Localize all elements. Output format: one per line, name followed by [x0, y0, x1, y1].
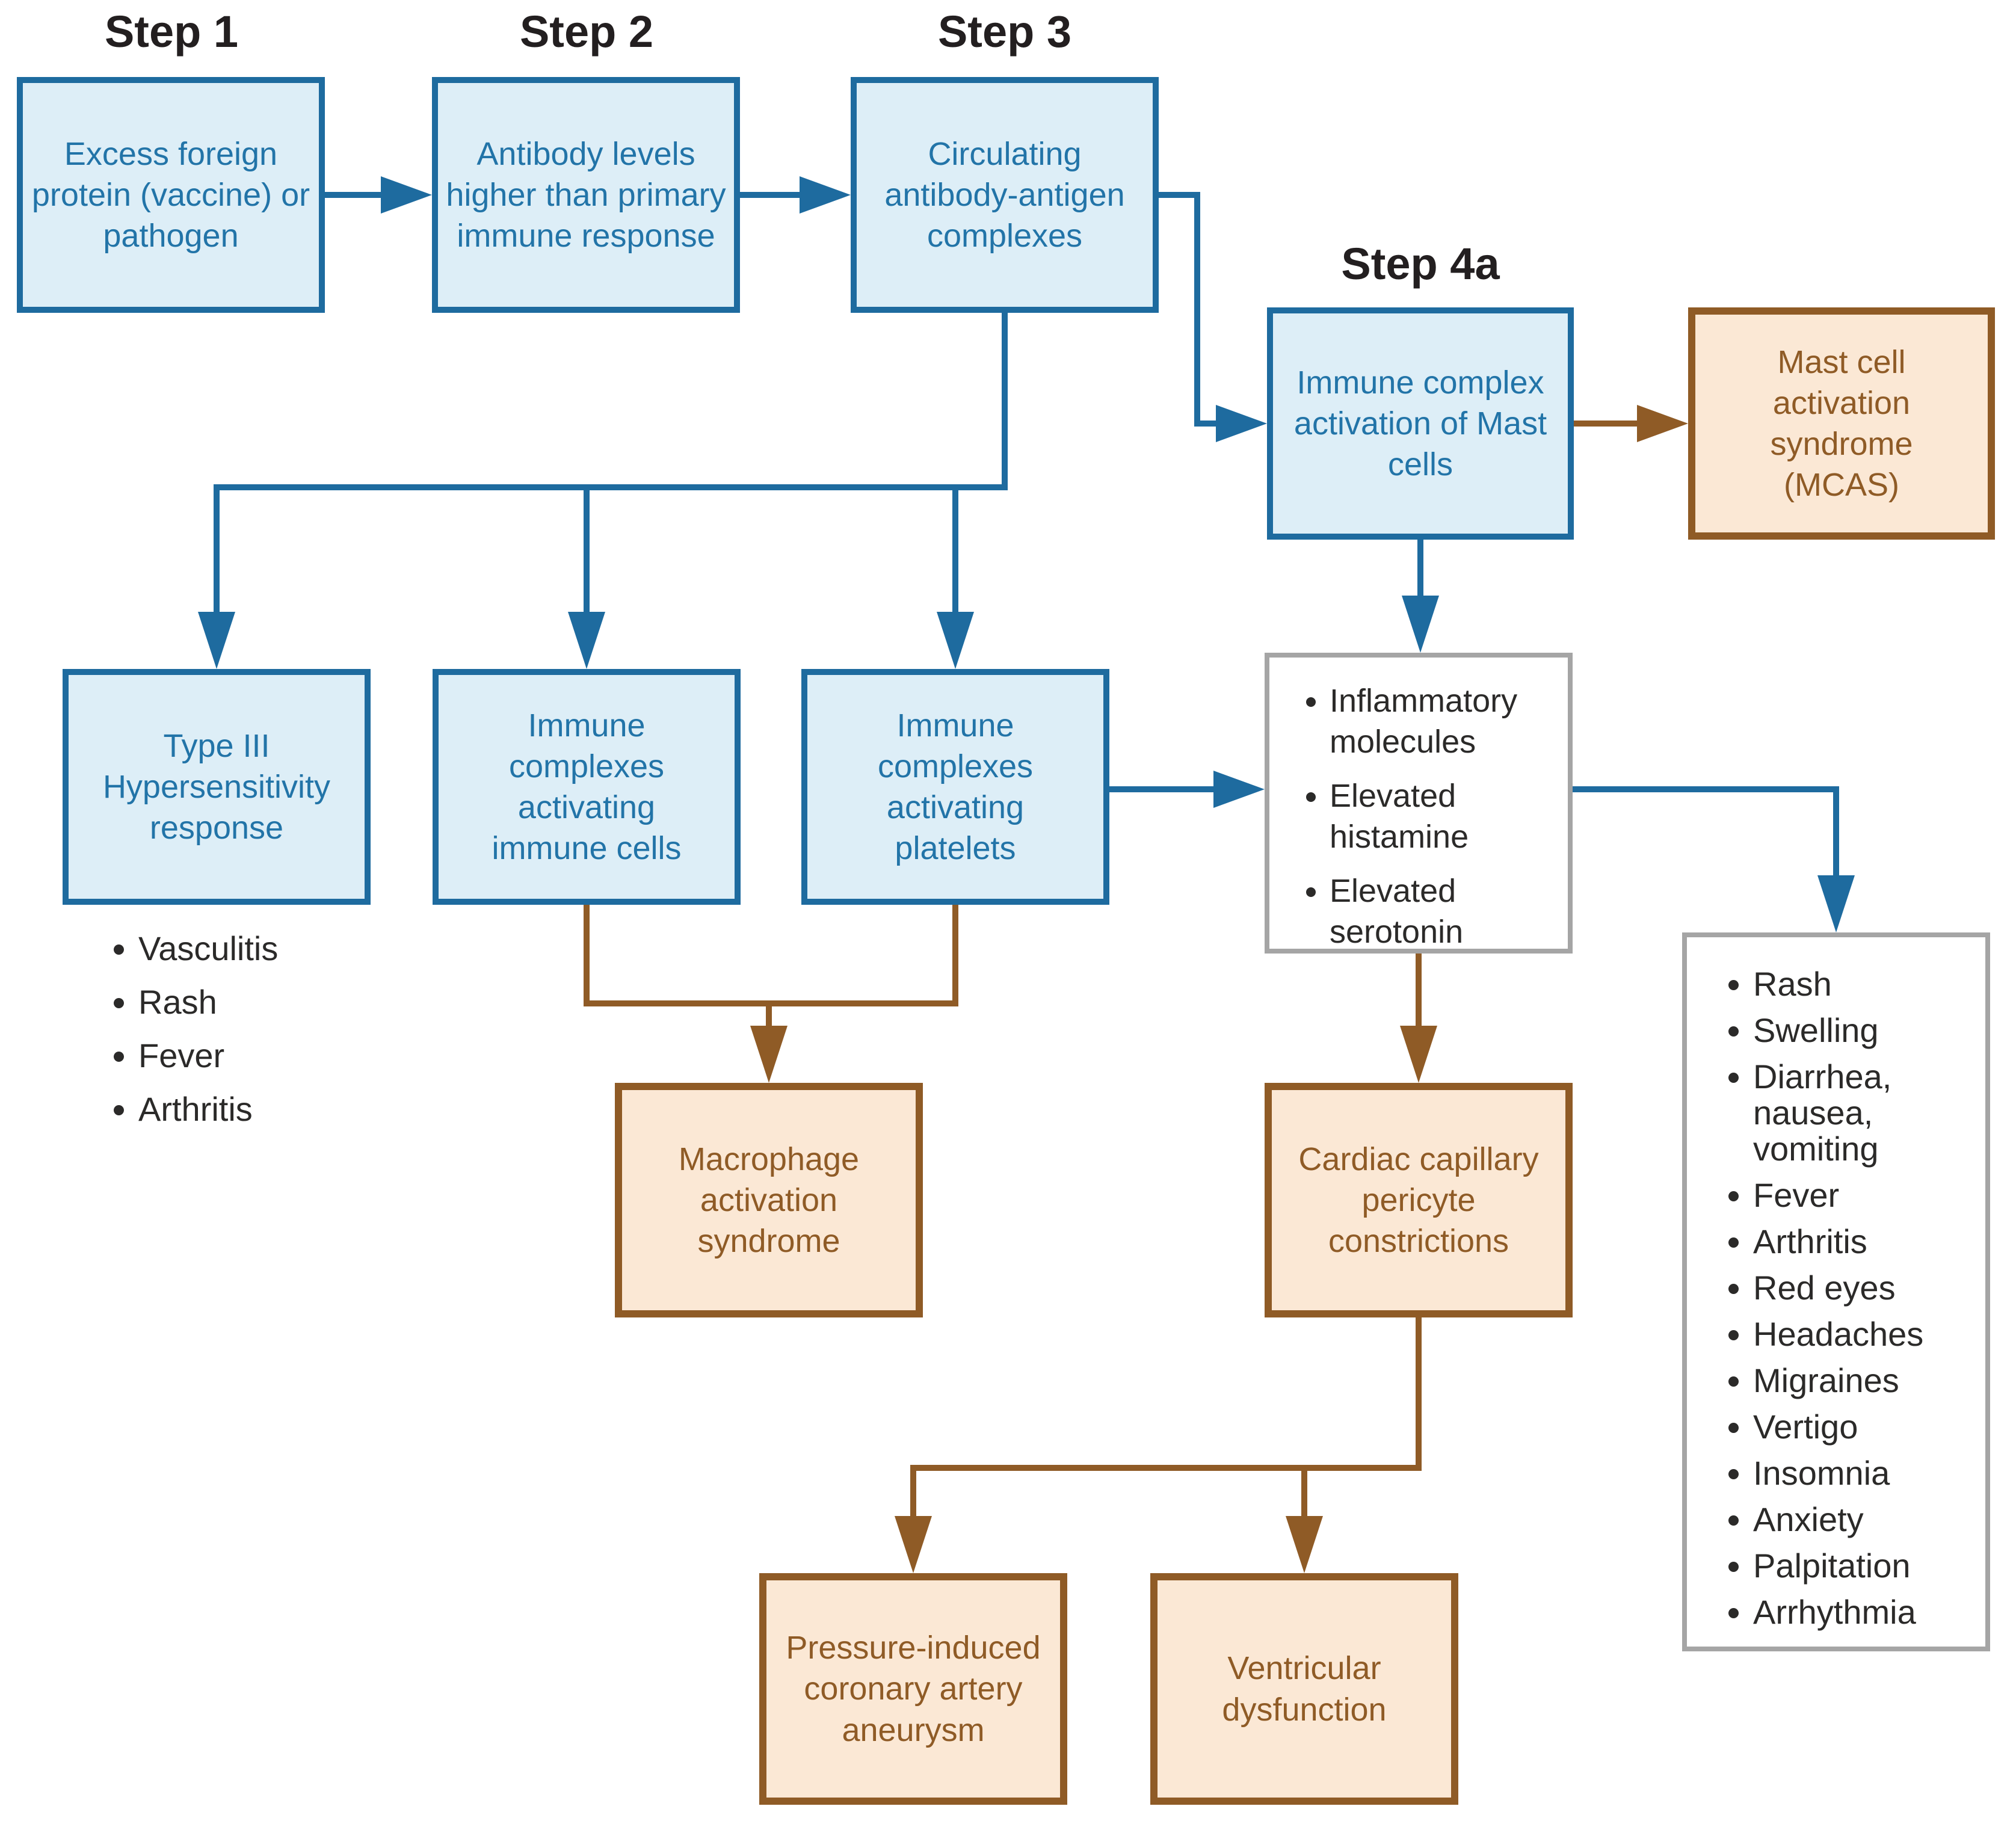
node-label: Immune complexes activating immune cells	[492, 707, 682, 867]
node-immune-complex-mast-cells: Immune complex activation of Mast cells	[1267, 307, 1574, 540]
list-item: Anxiety	[1753, 1502, 1979, 1538]
node-label: Mast cell activation syndrome (MCAS)	[1770, 344, 1913, 504]
arrow-mediators-to-cardiac-head	[1400, 1026, 1437, 1083]
list-item: Arthritis	[138, 1092, 427, 1127]
arrow-into-type3-head	[198, 612, 235, 669]
node-excess-foreign-protein: Excess foreign protein (vaccine) or path…	[17, 77, 325, 313]
node-mediators: Inflammatory molecules Elevated histamin…	[1265, 653, 1573, 954]
arrow-into-platelets-head	[937, 612, 974, 669]
node-label: Macrophage activation syndrome	[678, 1141, 860, 1260]
node-mcas-symptoms: Rash Swelling Diarrhea, nausea, vomiting…	[1682, 932, 1990, 1651]
node-label: Circulating antibody-antigen complexes	[884, 135, 1125, 254]
step-3-label: Step 3	[937, 7, 1072, 57]
step-2-label: Step 2	[519, 7, 654, 57]
node-complexes-platelets: Immune complexes activating platelets	[801, 669, 1109, 905]
list-item: Headaches	[1753, 1316, 1979, 1352]
arrow-step3-to-step4a-line	[1159, 192, 1218, 427]
arrow-step2-to-step3-head	[800, 176, 851, 214]
node-label: Ventricular dysfunction	[1222, 1650, 1387, 1728]
arrow-platelets-to-mediators-head	[1213, 771, 1265, 808]
type3-symptom-list: Vasculitis Rash Fever Arthritis	[96, 931, 427, 1145]
list-item: Elevated histamine	[1330, 775, 1562, 857]
node-label: Immune complex activation of Mast cells	[1293, 364, 1547, 483]
merge-to-macrophage-head	[750, 1026, 788, 1083]
list-item: Arrhythmia	[1753, 1594, 1979, 1630]
brown-connectors	[584, 405, 1688, 1573]
node-antibody-levels: Antibody levels higher than primary immu…	[432, 77, 740, 313]
arrow-into-ventricular-head	[1286, 1516, 1323, 1573]
list-item: Red eyes	[1753, 1270, 1979, 1306]
node-label: Immune complexes activating platelets	[877, 707, 1034, 867]
mediators-to-symptom-list-head	[1817, 875, 1855, 932]
node-macrophage-activation: Macrophage activation syndrome	[615, 1083, 923, 1317]
node-type3-hypersensitivity: Type III Hypersensitivity response	[63, 669, 371, 905]
node-label: Cardiac capillary pericyte constrictions	[1298, 1141, 1539, 1260]
arrow-into-immune-cells-head	[568, 612, 605, 669]
list-item: Insomnia	[1753, 1455, 1979, 1491]
list-item: Swelling	[1753, 1012, 1979, 1049]
list-item: Rash	[1753, 966, 1979, 1002]
node-circulating-complexes: Circulating antibody-antigen complexes	[851, 77, 1159, 313]
list-item: Palpitation	[1753, 1548, 1979, 1584]
arrow-step4a-to-mediators-head	[1402, 596, 1439, 653]
list-item: Migraines	[1753, 1363, 1979, 1399]
node-mcas: Mast cell activation syndrome (MCAS)	[1688, 307, 1995, 540]
step-4a-label: Step 4a	[1341, 239, 1500, 289]
list-item: Diarrhea, nausea, vomiting	[1753, 1059, 1979, 1167]
node-label: Antibody levels higher than primary immu…	[446, 135, 726, 254]
node-complexes-immune-cells: Immune complexes activating immune cells	[433, 669, 741, 905]
list-item: Fever	[1753, 1177, 1979, 1213]
blue-connectors	[198, 176, 1855, 932]
node-ventricular-dysfunction: Ventricular dysfunction	[1150, 1573, 1458, 1805]
list-item: Fever	[138, 1038, 427, 1073]
mediator-list: Inflammatory molecules Elevated histamin…	[1269, 658, 1568, 966]
node-label: Excess foreign protein (vaccine) or path…	[31, 135, 310, 254]
node-coronary-aneurysm: Pressure-induced coronary artery aneurys…	[759, 1573, 1067, 1805]
mediators-to-symptom-list-line	[1573, 786, 1839, 877]
arrow-into-aneurysm-head	[895, 1516, 932, 1573]
node-label: Pressure-induced coronary artery aneurys…	[786, 1630, 1041, 1748]
list-item: Rash	[138, 985, 427, 1020]
mcas-symptom-list: Rash Swelling Diarrhea, nausea, vomiting…	[1687, 937, 1985, 1641]
list-item: Elevated serotonin	[1330, 870, 1562, 952]
step-1-label: Step 1	[104, 7, 239, 57]
arrow-step3-to-step4a-head	[1216, 405, 1267, 442]
node-label: Type III Hypersensitivity response	[102, 727, 331, 846]
cardiac-split-line	[910, 1317, 1422, 1518]
list-item: Vertigo	[1753, 1409, 1979, 1445]
arrow-step4a-to-mcas-head	[1637, 405, 1688, 442]
step3-distribution-line	[214, 313, 1008, 614]
arrow-step1-to-step2-head	[381, 176, 432, 214]
merge-to-macrophage-line	[584, 905, 958, 1028]
list-item: Vasculitis	[138, 931, 427, 966]
list-item: Inflammatory molecules	[1330, 680, 1562, 762]
list-item: Arthritis	[1753, 1224, 1979, 1260]
node-cardiac-pericyte: Cardiac capillary pericyte constrictions	[1265, 1083, 1573, 1317]
